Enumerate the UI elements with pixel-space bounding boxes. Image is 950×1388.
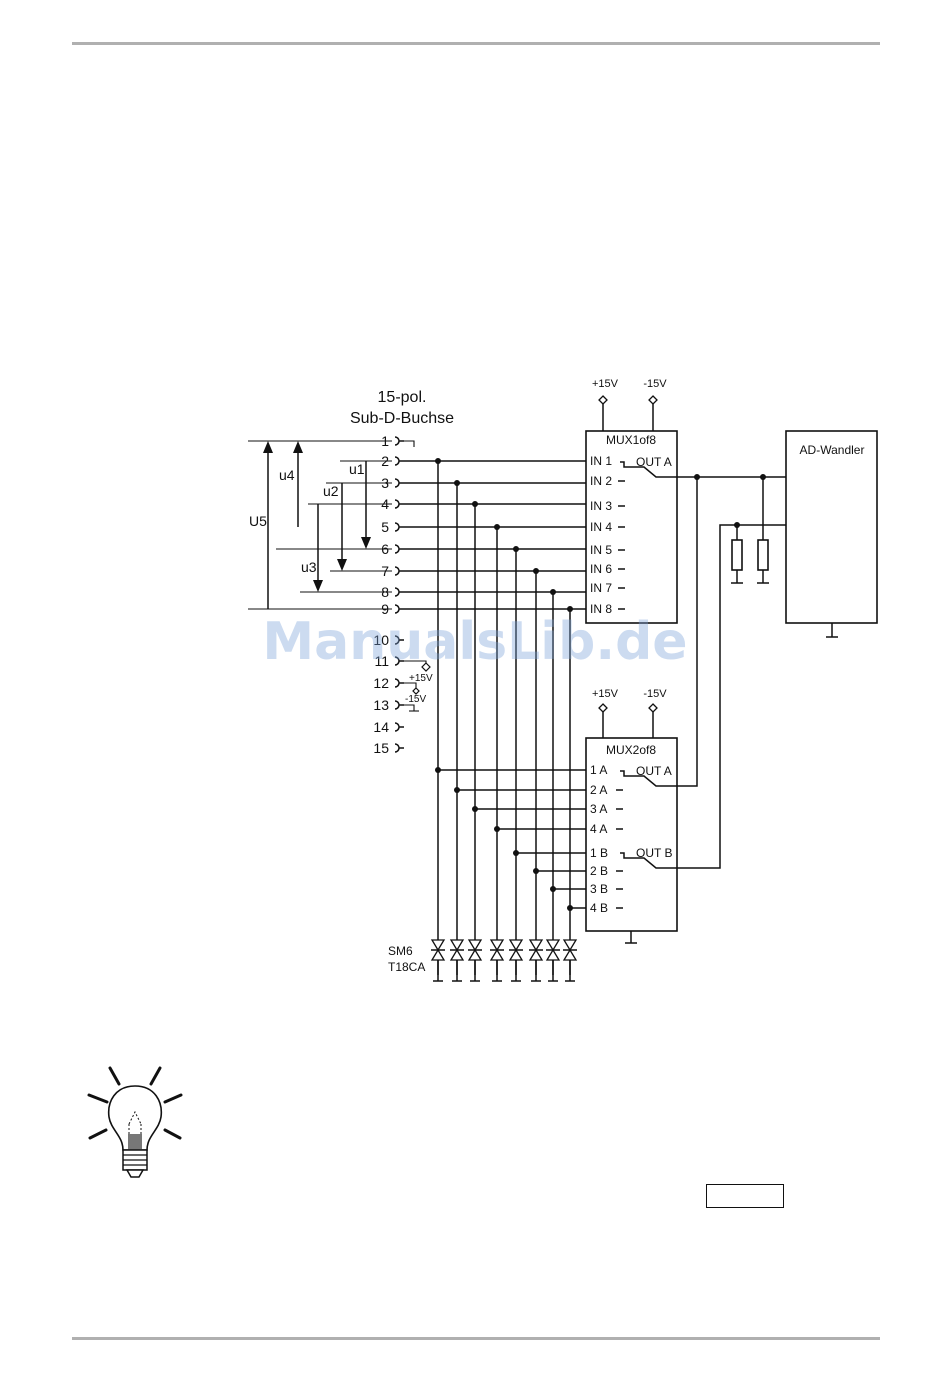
pin11-supply-label: +15V bbox=[409, 673, 433, 684]
mux2-input-label: 2 B bbox=[590, 864, 608, 878]
tvs-diode-icon bbox=[563, 940, 577, 981]
voltage-label-u4: u4 bbox=[279, 467, 295, 483]
mux2-input-label: 2 A bbox=[590, 783, 607, 797]
connector-pin-label: 11 bbox=[374, 653, 389, 669]
voltage-label-u3: u3 bbox=[301, 559, 317, 575]
ad-converter-block bbox=[786, 431, 877, 623]
mux1-input-label: IN 3 bbox=[590, 499, 612, 513]
mux1-input-label: IN 5 bbox=[590, 543, 612, 557]
voltage-arrows bbox=[248, 441, 392, 609]
mux1-input-label: IN 2 bbox=[590, 474, 612, 488]
mux2-input-label: 3 B bbox=[590, 882, 608, 896]
mux1-supply-neg-icon bbox=[649, 396, 657, 404]
connector-pin-socket bbox=[395, 723, 399, 731]
mux2-input-label: 4 A bbox=[590, 822, 607, 836]
connector-pin-label: 10 bbox=[373, 632, 389, 648]
resistor-2 bbox=[732, 540, 742, 570]
adc-wiring bbox=[677, 474, 786, 868]
connector-pin-socket bbox=[395, 701, 399, 709]
connector-pin-socket bbox=[395, 567, 399, 575]
connector-pin-socket bbox=[395, 636, 399, 644]
connector-title-line2: Sub-D-Buchse bbox=[350, 410, 454, 427]
connector-pin-sockets bbox=[395, 437, 404, 752]
connector-pin-socket bbox=[395, 744, 399, 752]
connector-pin-label: 5 bbox=[381, 519, 389, 535]
mux1-input-label: IN 4 bbox=[590, 520, 612, 534]
ad-converter-label: AD-Wandler bbox=[800, 443, 865, 457]
mux1-supply-neg: -15V bbox=[643, 378, 667, 390]
connector-pin-socket bbox=[395, 479, 399, 487]
tvs-diode-icon bbox=[529, 940, 543, 981]
mux2-supply-neg-icon bbox=[649, 704, 657, 712]
connector-pin-socket bbox=[395, 588, 399, 596]
connector-title-line1: 15-pol. bbox=[378, 389, 427, 406]
voltage-label-u2: u2 bbox=[323, 483, 339, 499]
tvs-diode-icon bbox=[431, 940, 445, 981]
mux2-input-label: 1 B bbox=[590, 846, 608, 860]
connector-pin-socket bbox=[395, 523, 399, 531]
tvs-label-line1: SM6 bbox=[388, 944, 413, 958]
mux1-supply-pos: +15V bbox=[592, 378, 619, 390]
connector-pin-socket bbox=[395, 437, 399, 445]
connector-pin-label: 14 bbox=[373, 719, 389, 735]
mux2-supply-neg: -15V bbox=[643, 688, 667, 700]
reference-box bbox=[706, 1184, 784, 1208]
mux1-input-label: IN 6 bbox=[590, 562, 612, 576]
connector-pin-socket bbox=[395, 657, 399, 665]
connector-pin-socket bbox=[395, 500, 399, 508]
connector-pin-socket bbox=[395, 679, 399, 687]
mux1-input-label: IN 8 bbox=[590, 602, 612, 616]
mux1-supply-pos-icon bbox=[599, 396, 607, 404]
connector-supply-taps bbox=[404, 441, 430, 711]
connector-pin-label: 13 bbox=[373, 697, 389, 713]
mux2-input-label: 1 A bbox=[590, 763, 607, 777]
connector-pin-socket bbox=[395, 457, 399, 465]
voltage-label-u1: u1 bbox=[349, 461, 365, 477]
mux1-input-label: IN 7 bbox=[590, 581, 612, 595]
tvs-diode-icon bbox=[450, 940, 464, 981]
tvs-diode-icon bbox=[509, 940, 523, 981]
mux2-supply-pos: +15V bbox=[592, 688, 619, 700]
tvs-diode-icon bbox=[490, 940, 504, 981]
tvs-diode-icon bbox=[468, 940, 482, 981]
connector-pin-label: 15 bbox=[373, 740, 389, 756]
tvs-diode-icon bbox=[546, 940, 560, 981]
connector-pin-socket bbox=[395, 545, 399, 553]
connector-pin-label: 12 bbox=[373, 675, 389, 691]
voltage-label-U5: U5 bbox=[249, 513, 267, 529]
mux2-input-label: 4 B bbox=[590, 901, 608, 915]
pin13-supply-label: -15V bbox=[405, 694, 426, 705]
tvs-label-line2: T18CA bbox=[388, 960, 425, 974]
mux2-title: MUX2of8 bbox=[606, 743, 656, 757]
signal-buses bbox=[404, 461, 586, 975]
connector-pin-socket bbox=[395, 605, 399, 613]
resistor-1 bbox=[758, 540, 768, 570]
tvs-diode-array bbox=[431, 940, 577, 981]
lightbulb-icon bbox=[85, 1062, 195, 1188]
mux2-input-label: 3 A bbox=[590, 802, 607, 816]
mux1-title: MUX1of8 bbox=[606, 433, 656, 447]
mux2-supply-pos-icon bbox=[599, 704, 607, 712]
mux1-input-label: IN 1 bbox=[590, 454, 612, 468]
